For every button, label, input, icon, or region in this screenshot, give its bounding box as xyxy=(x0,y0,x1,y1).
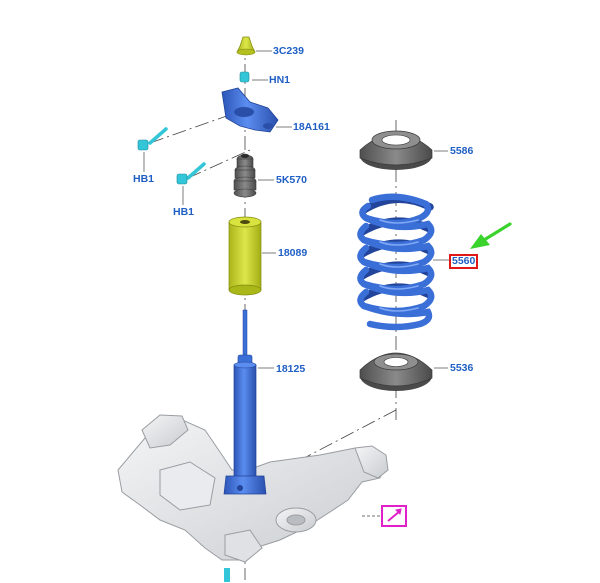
detail-view-icon xyxy=(381,505,407,527)
label-5k570: 5K570 xyxy=(276,174,307,186)
label-hb1-upper: HB1 xyxy=(133,173,155,185)
label-18089: 18089 xyxy=(278,247,308,259)
lower-stud xyxy=(224,568,230,582)
label-5586: 5586 xyxy=(450,145,474,157)
upper-mount-part xyxy=(221,87,279,133)
label-hn1: HN1 xyxy=(269,74,291,86)
bump-stop-part xyxy=(233,153,257,198)
bolt-hb1-upper-part xyxy=(137,127,168,151)
green-arrow-icon xyxy=(470,222,512,249)
shock-absorber-part xyxy=(223,309,267,495)
label-18125: 18125 xyxy=(276,363,306,375)
label-5560-highlighted: 5560 xyxy=(449,254,479,269)
nut-3c239-part xyxy=(236,36,256,56)
nut-hn1-part xyxy=(239,71,250,83)
lower-seat-part xyxy=(359,352,433,391)
label-18a161: 18A161 xyxy=(293,121,330,133)
label-hb1-lower: HB1 xyxy=(173,206,195,218)
upper-seat-part xyxy=(359,130,433,170)
coil-spring-part xyxy=(357,193,435,331)
label-3c239: 3C239 xyxy=(273,45,304,57)
label-5536: 5536 xyxy=(450,362,474,374)
bolt-hb1-lower-part xyxy=(176,162,206,185)
dust-boot-part xyxy=(228,216,262,296)
